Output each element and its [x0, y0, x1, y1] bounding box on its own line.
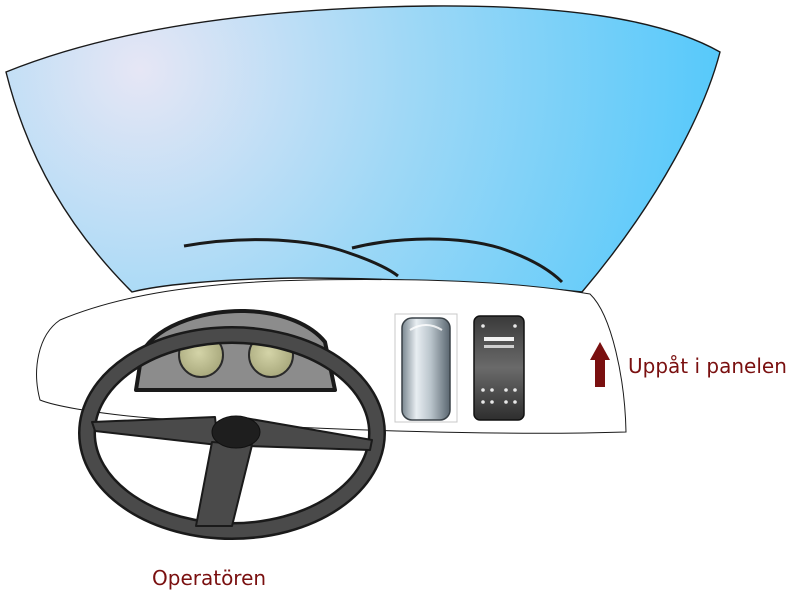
- wiper-left: [183, 238, 399, 278]
- arrow-up-icon: [590, 342, 610, 387]
- wheel-spoke-bottom: [195, 441, 253, 527]
- switch-right-bar: [484, 345, 514, 348]
- wheel-hub: [211, 415, 261, 449]
- rocker-switch-icon: [401, 317, 451, 421]
- operator-label: Operatören: [152, 566, 267, 590]
- up-direction-label: Uppåt i panelen: [628, 354, 787, 378]
- windshield: [5, 5, 721, 293]
- rocker-switch-icon: [473, 315, 525, 421]
- wheel-rim-inner: [80, 328, 384, 538]
- switch-left: [394, 313, 458, 423]
- switch-right-bar: [484, 337, 514, 341]
- switch-left-highlight: [409, 324, 443, 331]
- steering-wheel: [78, 326, 386, 540]
- switch-right: [473, 315, 525, 421]
- wiper-right: [351, 237, 564, 284]
- wheel-spoke-left: [91, 416, 219, 446]
- switch-right-dots: [481, 324, 517, 404]
